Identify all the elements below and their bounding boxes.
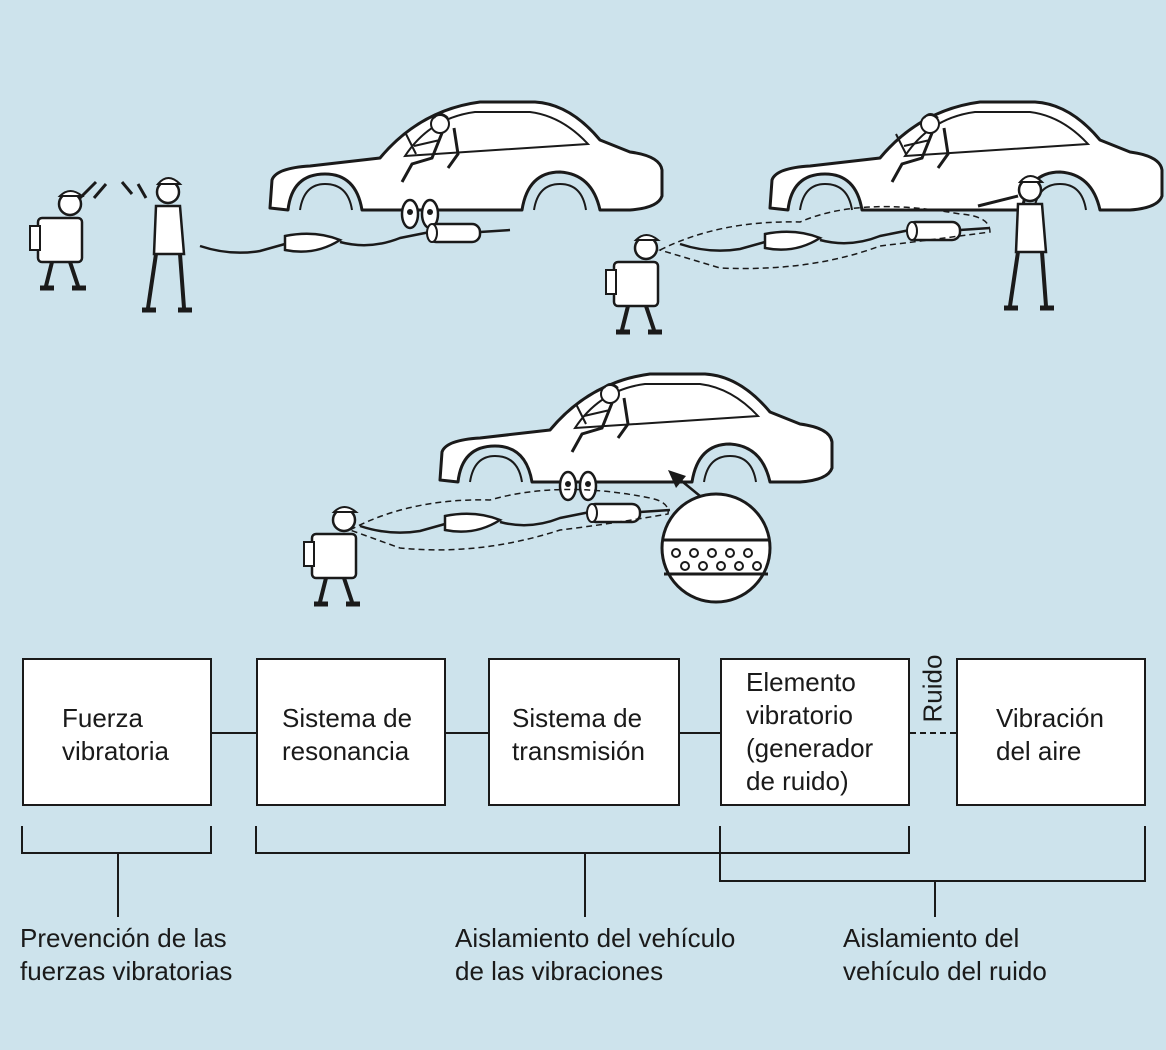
caption-prevencion: Prevención de las fuerzas vibratorias bbox=[20, 923, 233, 986]
scene-exhaust-vibration-felt bbox=[606, 100, 1164, 332]
box-fuerza-vibratoria-label: Fuerza vibratoria bbox=[62, 703, 169, 766]
box-fuerza-vibratoria: Fuerza vibratoria bbox=[22, 658, 212, 806]
box-vibracion-aire: Vibración del aire bbox=[956, 658, 1146, 806]
caption-aislamiento-ruido: Aislamiento del vehículo del ruido bbox=[843, 923, 1047, 986]
caption-aislamiento-vibraciones: Aislamiento del vehículo de las vibracio… bbox=[455, 923, 736, 986]
box-sistema-transmision: Sistema de transmisión bbox=[488, 658, 680, 806]
ruido-label: Ruido bbox=[917, 654, 948, 722]
box-sistema-resonancia: Sistema de resonancia bbox=[256, 658, 446, 806]
box-sistema-resonancia-label: Sistema de resonancia bbox=[282, 703, 413, 766]
diagram-connectors bbox=[21, 732, 1146, 917]
scene-exhaust-insulated bbox=[304, 372, 834, 604]
box-elemento-vibratorio: Elemento vibratorio (generador de ruido) bbox=[720, 658, 910, 806]
box-elemento-vibratorio-label: Elemento vibratorio (generador de ruido) bbox=[746, 667, 874, 796]
ruido-connector: Ruido bbox=[913, 652, 953, 724]
box-vibracion-aire-label: Vibración del aire bbox=[996, 703, 1104, 766]
box-sistema-transmision-label: Sistema de transmisión bbox=[512, 703, 645, 766]
scene-exhaust-no-vibration bbox=[30, 100, 664, 310]
